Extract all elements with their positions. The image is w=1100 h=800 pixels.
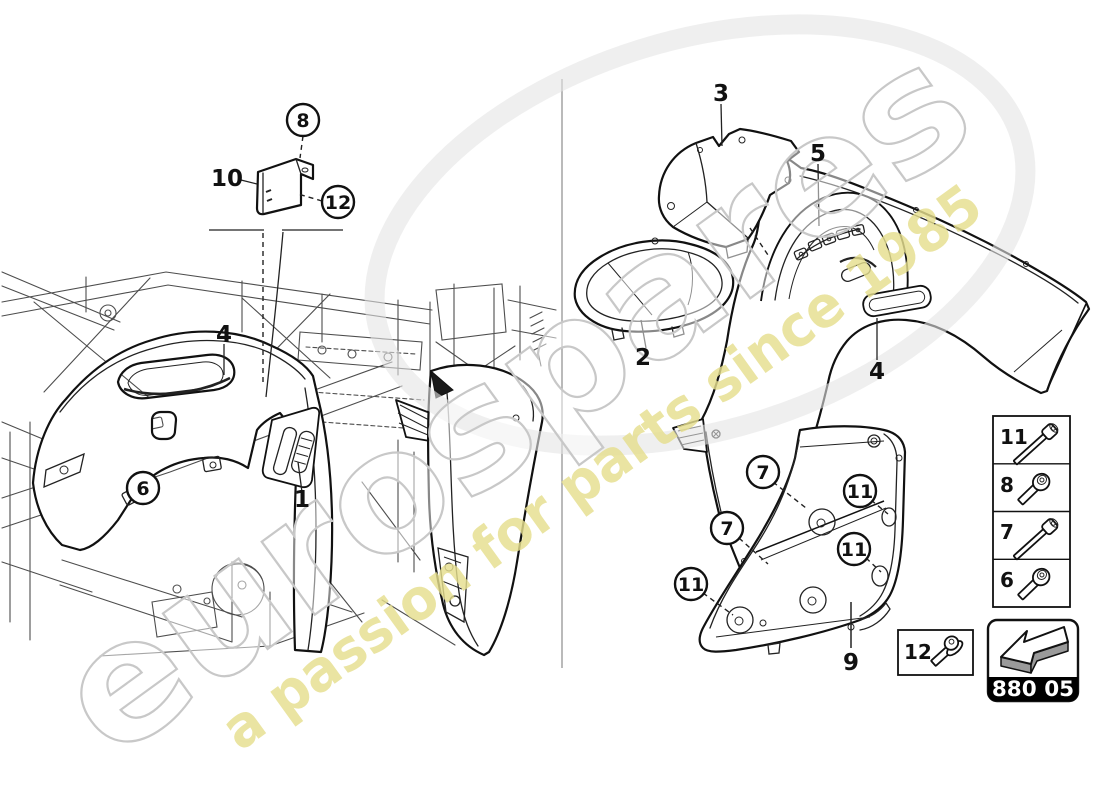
watermark-swoosh [364,14,1036,456]
legend-row-6[interactable]: 6 [1000,565,1053,603]
part-number-labels: 10 4 1 3 5 2 4 9 [211,81,885,676]
callout-circle-11c[interactable]: 11 [673,566,709,602]
label-part-3[interactable]: 3 [713,81,729,107]
legend-row-6-label[interactable]: 6 [1000,568,1014,592]
legend-row-7-label[interactable]: 7 [1000,520,1014,544]
cover-bracket-part3-drawing [657,103,801,259]
callout-circle-11c-label[interactable]: 11 [678,574,704,596]
section-code-label[interactable]: 880 05 [992,677,1074,702]
fastener-box-12[interactable]: 12 [897,629,974,676]
label-part-4-left[interactable]: 4 [216,322,232,348]
socket-bolt-icon [1013,423,1059,466]
legend-row-11[interactable]: 11 [1000,421,1060,467]
callout-circle-8-label[interactable]: 8 [296,110,309,132]
label-part-10[interactable]: 10 [211,166,243,192]
callout-circle-11b-label[interactable]: 11 [841,539,867,561]
label-part-2[interactable]: 2 [635,345,651,371]
label-part-1[interactable]: 1 [294,487,310,513]
section-arrow-icon [1000,626,1069,674]
callout-circle-7b-label[interactable]: 7 [720,518,733,540]
fastener-legend-table: 11 8 7 6 [992,415,1071,608]
torx-screw-icon [1017,567,1051,601]
vented-panel-part1-drawing [261,406,321,493]
callout-circles: 8 12 6 7 7 11 11 11 [125,102,878,602]
fastener-box-12-label[interactable]: 12 [904,640,932,664]
callout-circle-8[interactable]: 8 [285,102,321,138]
socket-bolt-icon [1013,518,1059,561]
callout-circle-11a[interactable]: 11 [842,473,878,509]
legend-row-8-label[interactable]: 8 [1000,473,1014,497]
label-part-5[interactable]: 5 [810,141,826,167]
callout-circle-11a-label[interactable]: 11 [847,481,873,503]
section-code-box[interactable]: 880 05 [986,618,1080,703]
legend-row-8[interactable]: 8 [1000,470,1053,508]
legend-row-11-label[interactable]: 11 [1000,425,1028,449]
fixing-strip-part5-drawing [793,163,866,261]
callout-circle-7b[interactable]: 7 [709,510,745,546]
callout-circle-7a[interactable]: 7 [745,454,781,490]
torx-screw-icon [1017,472,1051,506]
bracket-part10-drawing [255,157,315,216]
legend-row-7[interactable]: 7 [1000,516,1060,562]
flanged-torx-screw-icon [930,635,964,667]
callout-circle-11b[interactable]: 11 [836,531,872,567]
callout-circle-6[interactable]: 6 [125,470,161,506]
callout-circle-7a-label[interactable]: 7 [756,462,769,484]
callout-circle-12[interactable]: 12 [320,184,356,220]
label-part-4-right[interactable]: 4 [869,359,885,385]
callout-circle-12-label[interactable]: 12 [325,192,351,214]
callout-circle-6-label[interactable]: 6 [136,478,149,500]
hatch-marks [529,311,547,367]
label-part-9[interactable]: 9 [843,650,859,676]
air-guide-part2-drawing [573,237,735,349]
